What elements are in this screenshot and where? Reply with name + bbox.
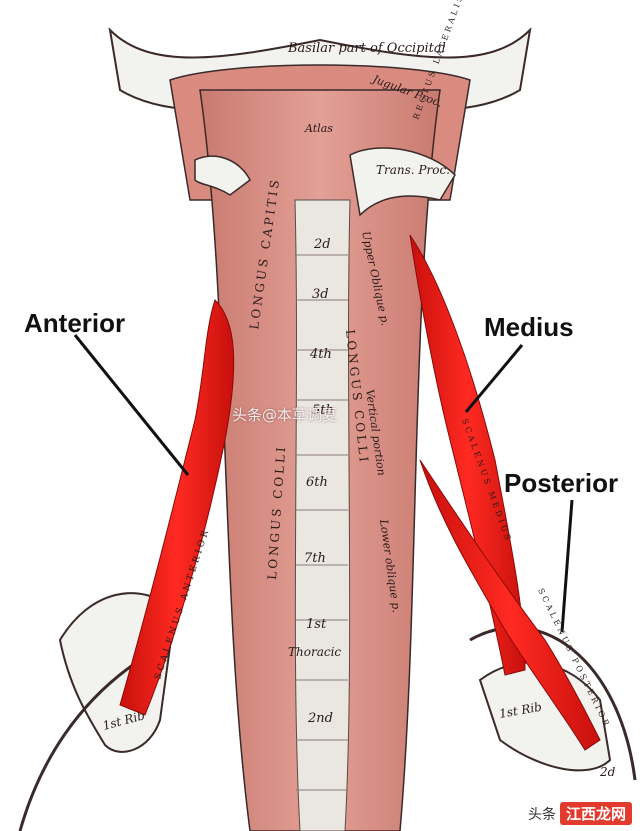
anterior-pointer — [73, 334, 190, 476]
medius-pointer — [464, 344, 524, 413]
vertebra-5-label: 5th — [312, 403, 334, 418]
scalenus-medius-muscle — [409, 234, 526, 676]
vertebra-3-label: 3d — [312, 287, 329, 302]
vertebra-2-label: 2d — [313, 237, 331, 252]
posterior-label: Posterior — [504, 468, 619, 498]
vertebra-7-label: 7th — [304, 551, 326, 566]
anterior-label: Anterior — [24, 308, 126, 338]
scalenus-anterior-muscle — [119, 299, 235, 716]
basilar-label: Basilar part of Occipital — [287, 41, 446, 56]
medius-label: Medius — [484, 312, 574, 342]
transverse-process-right — [349, 147, 456, 217]
footer-source: 头条 — [527, 806, 556, 823]
footer-watermark: 头条 江西龙网 — [528, 802, 632, 825]
scalenus-posterior-muscle — [419, 459, 601, 751]
posterior-pointer — [560, 499, 574, 633]
vertebral-column — [294, 199, 351, 831]
watermark-text: 头条@本草调夏 — [232, 406, 338, 424]
rib-arc-left — [18, 658, 141, 831]
footer-badge: 江西龙网 — [559, 802, 632, 825]
rib-2-label: 2d — [599, 765, 616, 779]
trans-proc-label: Trans. Proc. — [376, 163, 450, 177]
thoracic-label: Thoracic — [288, 645, 341, 659]
transverse-process-left — [194, 155, 251, 196]
thoracic-2-label: 2nd — [307, 711, 333, 726]
vertebra-6-label: 6th — [306, 475, 328, 490]
thoracic-1-label: 1st — [306, 617, 327, 632]
atlas-label: Atlas — [304, 122, 333, 135]
vertebra-4-label: 4th — [309, 347, 332, 362]
